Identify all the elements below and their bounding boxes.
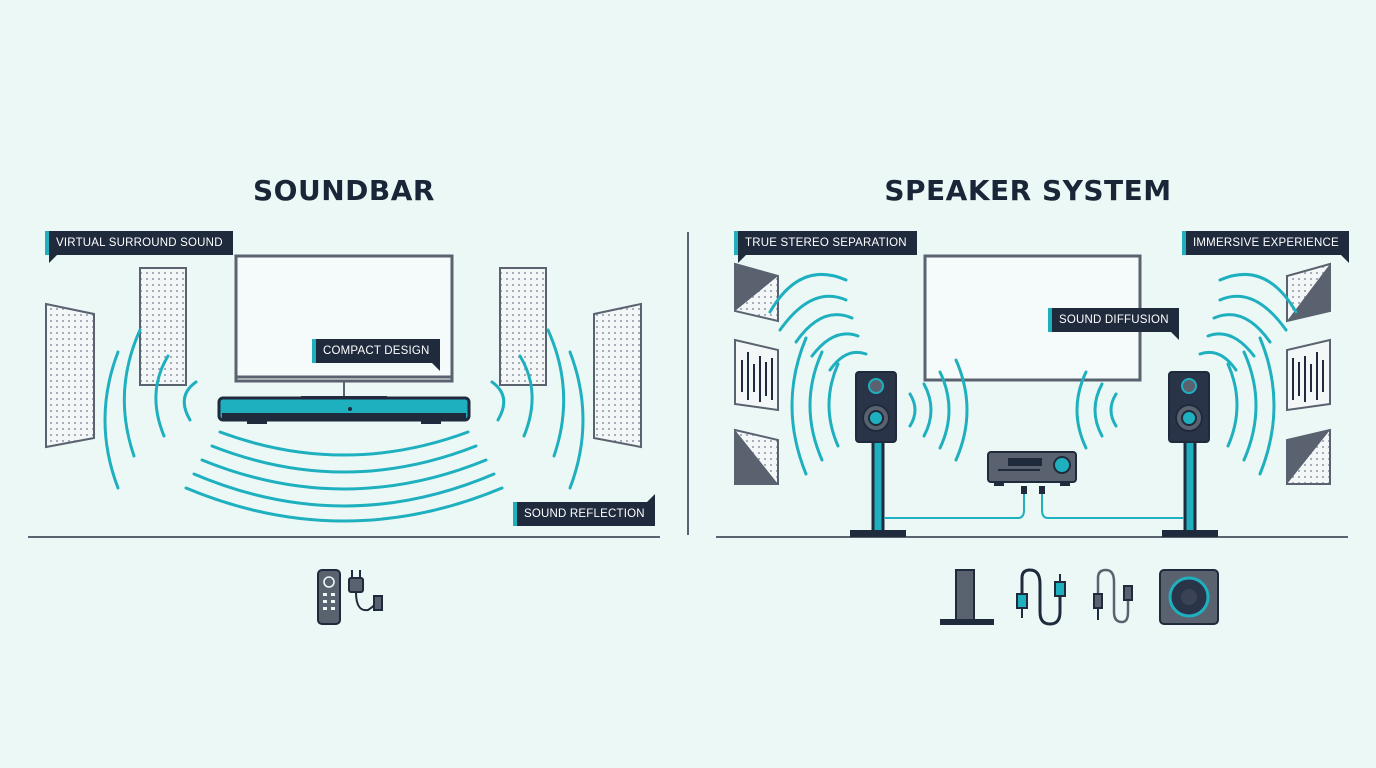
- wall-panel-far-right: [593, 302, 642, 449]
- speaker-system-title: SPEAKER SYSTEM: [884, 174, 1172, 207]
- soundbar-title: SOUNDBAR: [253, 174, 435, 207]
- right-acoustic-panels: [734, 262, 1331, 485]
- right-bookshelf-speaker: [1162, 371, 1218, 537]
- label-sound-reflection: SOUND REFLECTION: [513, 494, 655, 526]
- soundbar: [217, 396, 471, 424]
- diffuser-bars: [741, 352, 1324, 402]
- power-plug-icon: [348, 570, 383, 612]
- subwoofer-icon: [1159, 569, 1219, 625]
- wall-panel-left: [139, 267, 187, 386]
- left-wall-panels: [45, 267, 642, 449]
- label-sound-diffusion: SOUND DIFFUSION: [1048, 308, 1179, 340]
- label-immersive-experience: IMMERSIVE EXPERIENCE: [1182, 231, 1349, 263]
- speaker-sound-waves: [768, 272, 1298, 476]
- label-true-stereo-separation: TRUE STEREO SEPARATION: [734, 231, 917, 263]
- left-bookshelf-speaker: [850, 371, 906, 537]
- wall-panel-right: [499, 267, 547, 386]
- wall-panel-far-left: [45, 302, 95, 449]
- diffuser-panel-left: [734, 338, 779, 412]
- av-receiver: [987, 451, 1077, 486]
- soundbar-sound-waves: [103, 328, 585, 523]
- speaker-stand-icon: [940, 569, 994, 625]
- tv-left: [234, 254, 454, 398]
- audio-cable-icon: [1016, 568, 1066, 626]
- remote-icon: [317, 569, 341, 625]
- label-compact-design: COMPACT DESIGN: [312, 339, 440, 371]
- speaker-cables: [884, 486, 1184, 519]
- label-virtual-surround-sound: VIRTUAL SURROUND SOUND: [45, 231, 233, 263]
- rca-cable-icon: [1093, 568, 1133, 624]
- diffuser-panel-right: [1286, 338, 1331, 412]
